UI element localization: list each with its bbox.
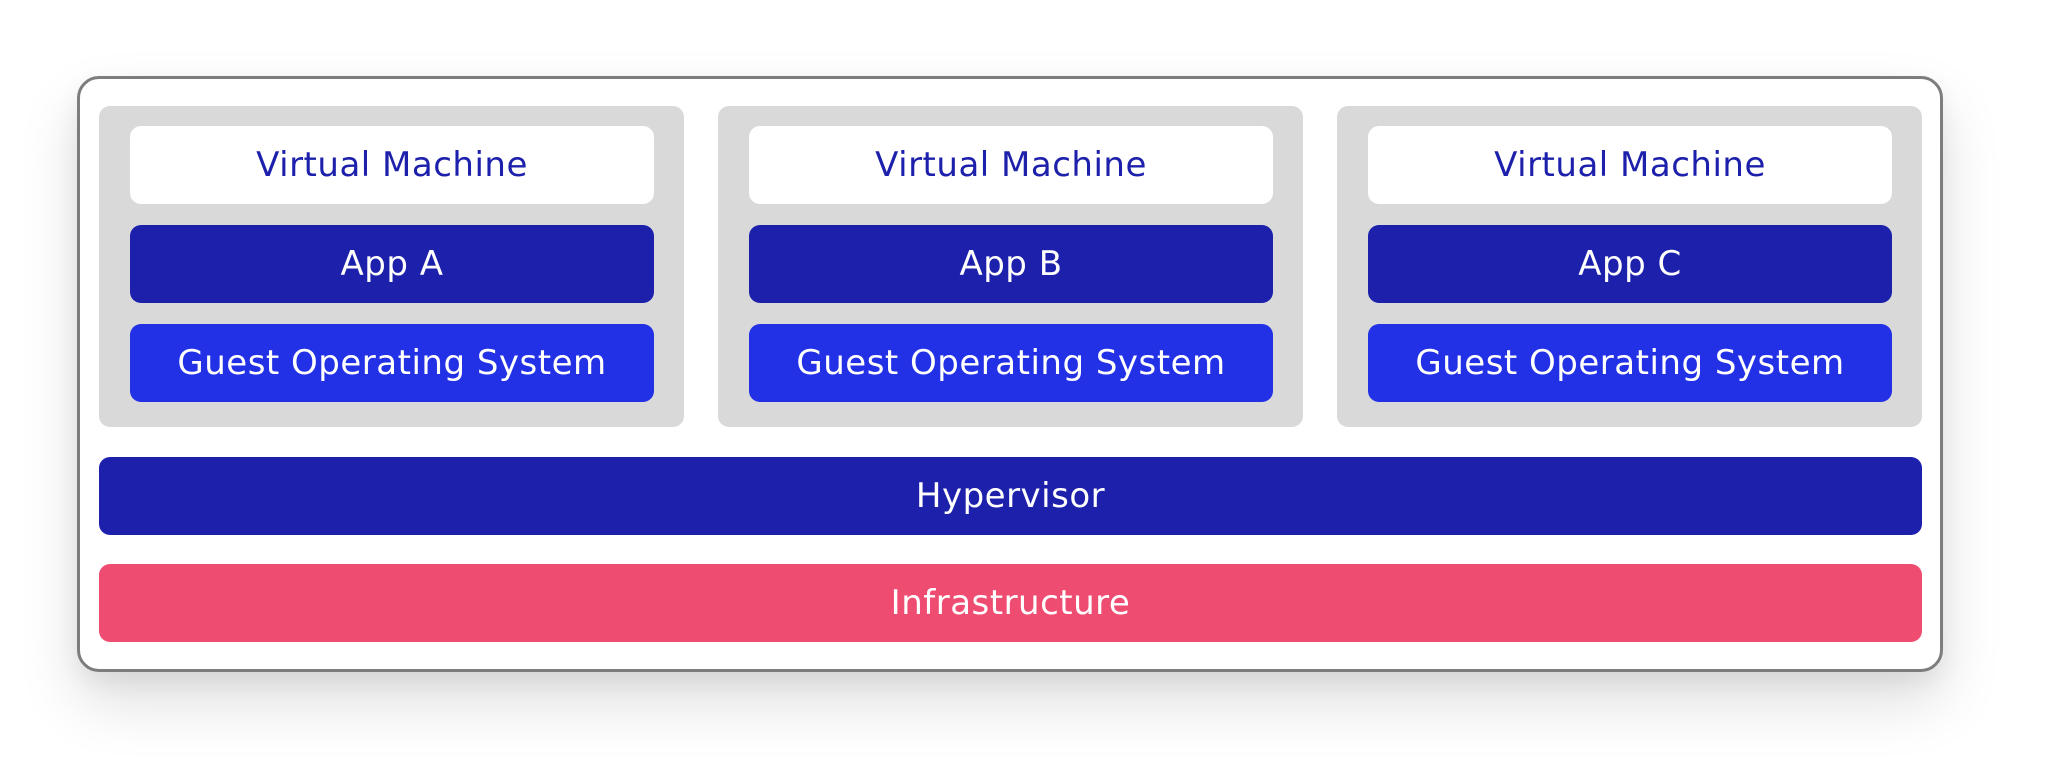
- vm-group-c: Virtual Machine App C Guest Operating Sy…: [1337, 106, 1922, 427]
- vm-header: Virtual Machine: [130, 126, 654, 204]
- app-b-block: App B: [749, 225, 1273, 303]
- guest-os-block: Guest Operating System: [130, 324, 654, 402]
- vm-header: Virtual Machine: [749, 126, 1273, 204]
- hypervisor-layer: Hypervisor: [99, 457, 1922, 535]
- app-a-block: App A: [130, 225, 654, 303]
- infrastructure-layer: Infrastructure: [99, 564, 1922, 642]
- vm-group-b: Virtual Machine App B Guest Operating Sy…: [718, 106, 1303, 427]
- guest-os-block: Guest Operating System: [749, 324, 1273, 402]
- guest-os-block: Guest Operating System: [1368, 324, 1892, 402]
- vm-group-a: Virtual Machine App A Guest Operating Sy…: [99, 106, 684, 427]
- vm-header: Virtual Machine: [1368, 126, 1892, 204]
- app-c-block: App C: [1368, 225, 1892, 303]
